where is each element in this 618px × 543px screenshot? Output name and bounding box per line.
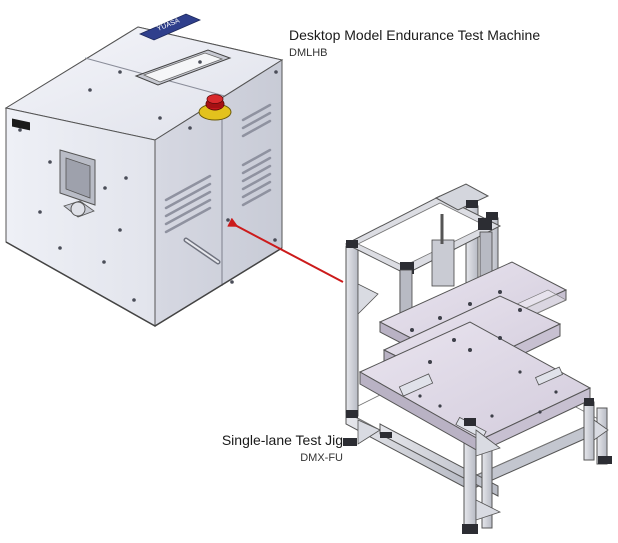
machine-model: DMLHB — [289, 47, 328, 59]
test-jig — [343, 183, 612, 534]
jig-top-frame — [344, 183, 502, 275]
machine-title: Desktop Model Endurance Test Machine — [289, 27, 541, 43]
panel-screws — [18, 60, 278, 302]
test-platform — [358, 321, 592, 453]
pointer-arrow — [227, 217, 344, 283]
end-caps — [346, 200, 594, 426]
endurance-test-machine: YUASA — [4, 13, 284, 327]
jig-title: Single-lane Test Jig — [221, 432, 343, 448]
plate-holes — [410, 290, 558, 418]
emergency-stop-button — [198, 94, 232, 121]
warning-label — [12, 118, 30, 131]
front-vents — [164, 174, 212, 234]
jig-model: DMX-FU — [300, 452, 343, 464]
touch-screen-display — [134, 49, 232, 86]
linear-guides — [399, 214, 493, 315]
machine-front-panel — [5, 107, 156, 327]
machine-caption: Desktop Model Endurance Test Machine DML… — [289, 27, 540, 59]
side-handle — [183, 237, 221, 265]
jig-caption: Single-lane Test Jig DMX-FU — [185, 432, 343, 464]
side-vents — [241, 103, 272, 207]
corner-brackets — [357, 283, 609, 521]
access-door — [59, 149, 96, 218]
leveling-feet — [343, 432, 612, 534]
